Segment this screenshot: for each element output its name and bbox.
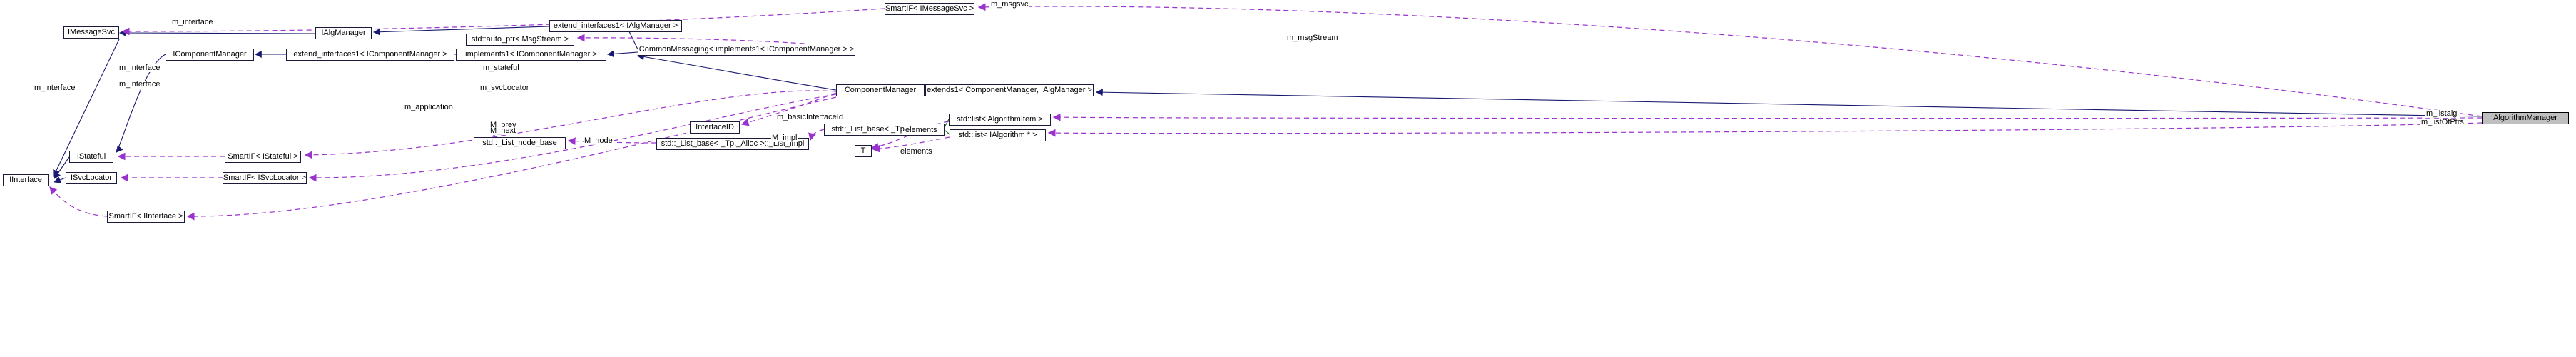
edge-label-lbl_m_stateful: m_stateful bbox=[482, 64, 520, 72]
edge-algorithmmanager-extends1 bbox=[1095, 89, 2483, 117]
class-node-extends1_cm_ialg[interactable]: extends1< ComponentManager, IAlgManager … bbox=[925, 84, 1094, 96]
class-node-list_ialgptr[interactable]: std::list< IAlgorithm * > bbox=[950, 129, 1046, 141]
class-node-commonmessaging[interactable]: CommonMessaging< implements1< IComponent… bbox=[638, 44, 855, 56]
edge-istateful-iinterface bbox=[54, 156, 70, 179]
edge-m-prev-next bbox=[489, 132, 498, 138]
edge-m-listalg bbox=[1052, 113, 2483, 121]
edge-label-lbl_m_impl: M_impl bbox=[771, 134, 798, 142]
class-node-ialgmanager[interactable]: IAlgManager bbox=[315, 27, 372, 39]
class-node-ext_if1_icm[interactable]: extend_interfaces1< IComponentManager > bbox=[286, 49, 454, 61]
edge-label-lbl_m_node: M_node bbox=[584, 136, 614, 145]
class-node-icomponentmanager[interactable]: IComponentManager bbox=[166, 49, 254, 61]
edge-componentmanager-commonmsg bbox=[636, 53, 837, 91]
class-node-list_algitem[interactable]: std::list< AlgorithmItem > bbox=[949, 114, 1051, 126]
edge-imessagesvc-iinterface bbox=[53, 39, 120, 177]
edge-m-basicinterfaceid bbox=[740, 92, 837, 126]
edge-m-svclocator bbox=[308, 94, 837, 182]
class-node-algorithmmanager[interactable]: AlgorithmManager bbox=[2482, 112, 2569, 124]
class-node-t_param[interactable]: T bbox=[855, 145, 872, 157]
edge-label-lbl_m_interface_sl: m_interface bbox=[118, 80, 161, 89]
edge-label-lbl_m_next: M_next bbox=[489, 126, 517, 135]
class-node-componentmanager[interactable]: ComponentManager bbox=[836, 84, 925, 96]
edge-label-lbl_elements_1: elements bbox=[905, 126, 938, 134]
edge-m-listofptrs bbox=[1047, 122, 2483, 137]
edge-label-lbl_m_svclocator: m_svcLocator bbox=[479, 84, 530, 92]
edge-label-lbl_m_msgsvc: m_msgsvc bbox=[990, 0, 1029, 9]
class-node-imessagesvc[interactable]: IMessageSvc bbox=[63, 26, 119, 39]
class-node-autoptr_msgstream[interactable]: std::auto_ptr< MsgStream > bbox=[466, 34, 574, 46]
edge-icomponentmanager-istateful bbox=[116, 54, 166, 153]
edge-label-lbl_m_msgstream: m_msgStream bbox=[1286, 34, 1339, 42]
edge-label-lbl_m_prev: M_prev bbox=[489, 121, 517, 129]
edge-label-lbl_m_basicinterfaceid: m_basicInterfaceId bbox=[776, 113, 844, 121]
class-node-smartif_iinterface[interactable]: SmartIF< IInterface > bbox=[107, 211, 185, 223]
class-node-impl1_icm[interactable]: implements1< IComponentManager > bbox=[456, 49, 606, 61]
edge-commonmsg-impl1icm bbox=[606, 50, 638, 58]
edge-label-lbl_m_interface_st: m_interface bbox=[118, 64, 161, 72]
class-node-smartif_istateful[interactable]: SmartIF< IStateful > bbox=[225, 151, 301, 163]
class-node-iinterface[interactable]: IInterface bbox=[3, 174, 49, 186]
edge-extif1ialg-ialgmanager bbox=[372, 26, 550, 36]
edge-elements-2-back bbox=[872, 136, 950, 153]
edge-label-lbl_elements_2: elements bbox=[900, 147, 933, 156]
class-node-istateful[interactable]: IStateful bbox=[69, 151, 113, 163]
edge-label-lbl_m_listofptrs: m_listOfPtrs bbox=[2420, 118, 2465, 126]
edge-label-lbl_m_listalg: m_listalg bbox=[2425, 109, 2458, 118]
edge-isvclocator-iinterface bbox=[53, 176, 66, 183]
edge-template-list-ialgptr bbox=[944, 129, 950, 135]
edge-m-stateful bbox=[304, 90, 837, 159]
class-node-list_node_base[interactable]: std::_List_node_base bbox=[474, 137, 566, 149]
class-node-interfaceid[interactable]: InterfaceID bbox=[690, 121, 740, 134]
edge-m-msgsvc bbox=[977, 3, 2483, 117]
edge-m-interface-iinterface bbox=[49, 186, 108, 217]
class-node-ext_if1_ialg[interactable]: extend_interfaces1< IAlgManager > bbox=[549, 20, 682, 32]
edge-ialgmanager-imessagesvc bbox=[118, 29, 316, 36]
edge-m-impl bbox=[808, 129, 825, 141]
class-node-isvclocator[interactable]: ISvcLocator bbox=[66, 172, 117, 184]
class-node-list_base_impl[interactable]: std::_List_base< _Tp,_Alloc >::_List_imp… bbox=[656, 138, 809, 150]
class-node-smartif_isvcloc[interactable]: SmartIF< ISvcLocator > bbox=[223, 172, 307, 184]
edge-template-list-algitem bbox=[944, 119, 950, 128]
edge-label-lbl_m_interface_top: m_interface bbox=[171, 18, 214, 26]
class-node-smartif_imsgsvc[interactable]: SmartIF< IMessageSvc > bbox=[885, 3, 974, 15]
edge-label-lbl_m_application: m_application bbox=[404, 103, 454, 111]
edge-label-lbl_m_interface_ll: m_interface bbox=[34, 84, 76, 92]
